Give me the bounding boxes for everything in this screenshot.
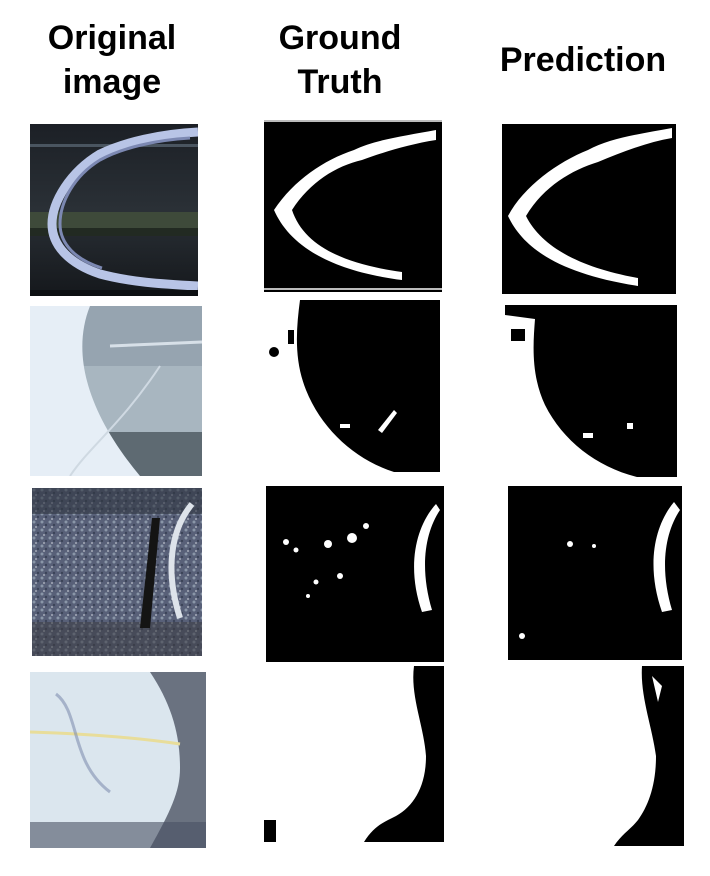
ground-truth-mask-row-4 [264, 666, 444, 842]
original-image-row-3 [32, 488, 202, 656]
column-header-ground-truth: Ground Truth [278, 19, 402, 101]
ground-truth-mask-row-3 [266, 486, 444, 662]
prediction-mask-row-1 [502, 124, 676, 294]
ground-truth-mask-row-2 [266, 300, 440, 472]
original-image-row-2 [30, 306, 202, 476]
original-image-row-1 [30, 124, 198, 296]
prediction-mask-row-2 [505, 305, 677, 477]
original-image-row-4 [30, 672, 206, 848]
prediction-mask-row-4 [502, 666, 684, 846]
column-header-prediction: Prediction [499, 41, 667, 79]
prediction-mask-row-3 [508, 486, 682, 660]
ground-truth-mask-row-1 [264, 120, 442, 292]
column-header-original-image: Original image [47, 19, 177, 101]
